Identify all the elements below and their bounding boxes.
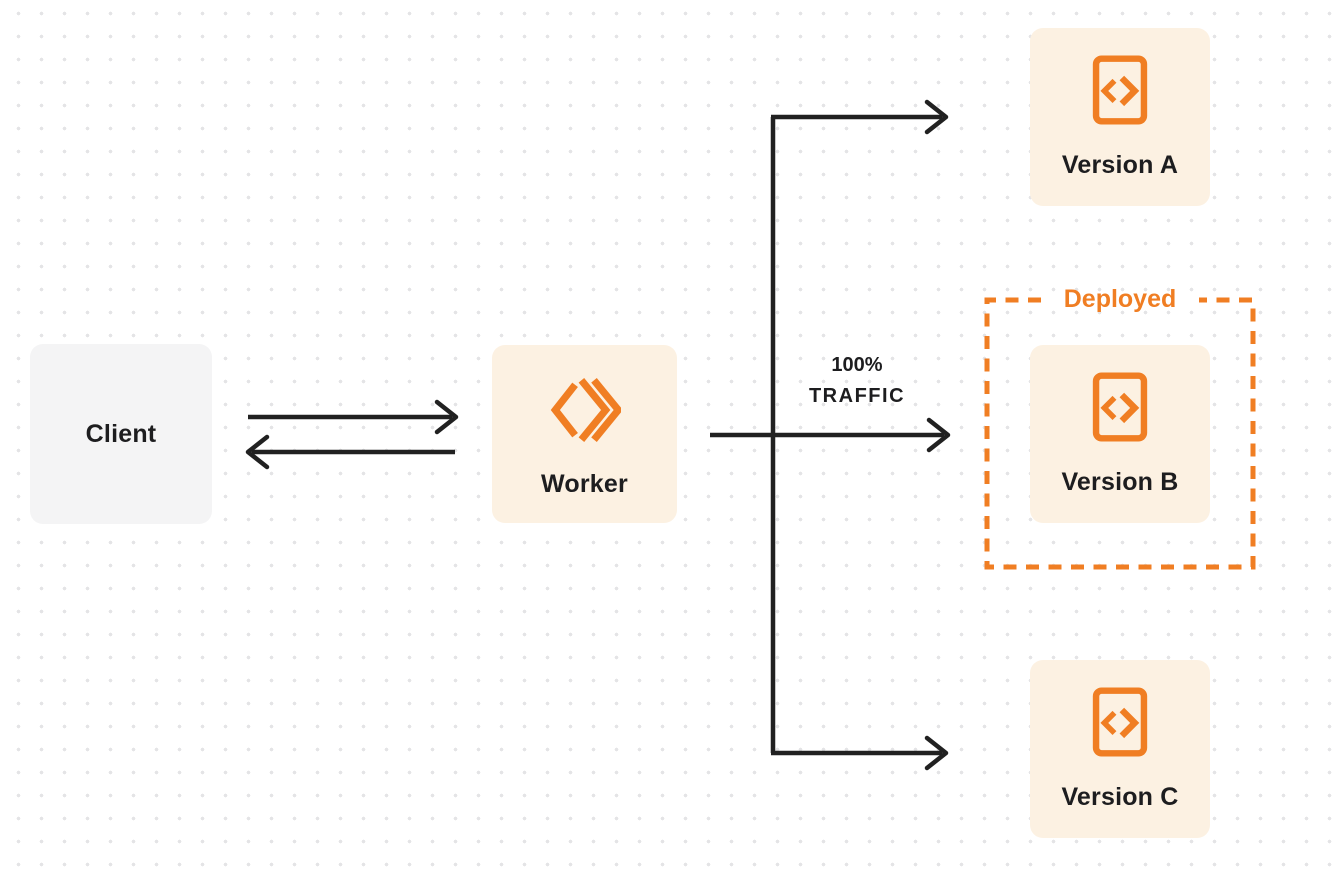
split-to-version-c-arrow xyxy=(771,735,949,771)
code-document-icon xyxy=(1092,55,1148,125)
worker-label: Worker xyxy=(541,470,628,498)
code-document-icon xyxy=(1092,687,1148,757)
traffic-word: TRAFFIC xyxy=(808,385,906,407)
traffic-percentage-label: 100% TRAFFIC xyxy=(777,350,937,412)
worker-node: Worker xyxy=(492,345,677,523)
deployed-boundary-border xyxy=(984,297,1256,570)
version-a-node: Version A xyxy=(1030,28,1210,206)
code-document-icon xyxy=(1092,372,1148,442)
split-to-version-a-arrow xyxy=(771,99,949,135)
version-c-node: Version C xyxy=(1030,660,1210,838)
deployed-group-label: Deployed xyxy=(1063,285,1177,313)
worker-to-version-b-arrow xyxy=(710,417,951,453)
version-b-node: Version B xyxy=(1030,345,1210,523)
traffic-percentage-value: 100% xyxy=(831,354,883,376)
client-node: Client xyxy=(30,344,212,524)
client-label: Client xyxy=(85,419,157,448)
client-to-worker-arrow xyxy=(248,399,459,435)
workers-logo-icon xyxy=(549,372,621,448)
version-a-label: Version A xyxy=(1061,151,1179,179)
worker-to-client-arrow xyxy=(245,434,455,470)
version-c-label: Version C xyxy=(1061,783,1179,811)
version-b-label: Version B xyxy=(1061,468,1179,496)
